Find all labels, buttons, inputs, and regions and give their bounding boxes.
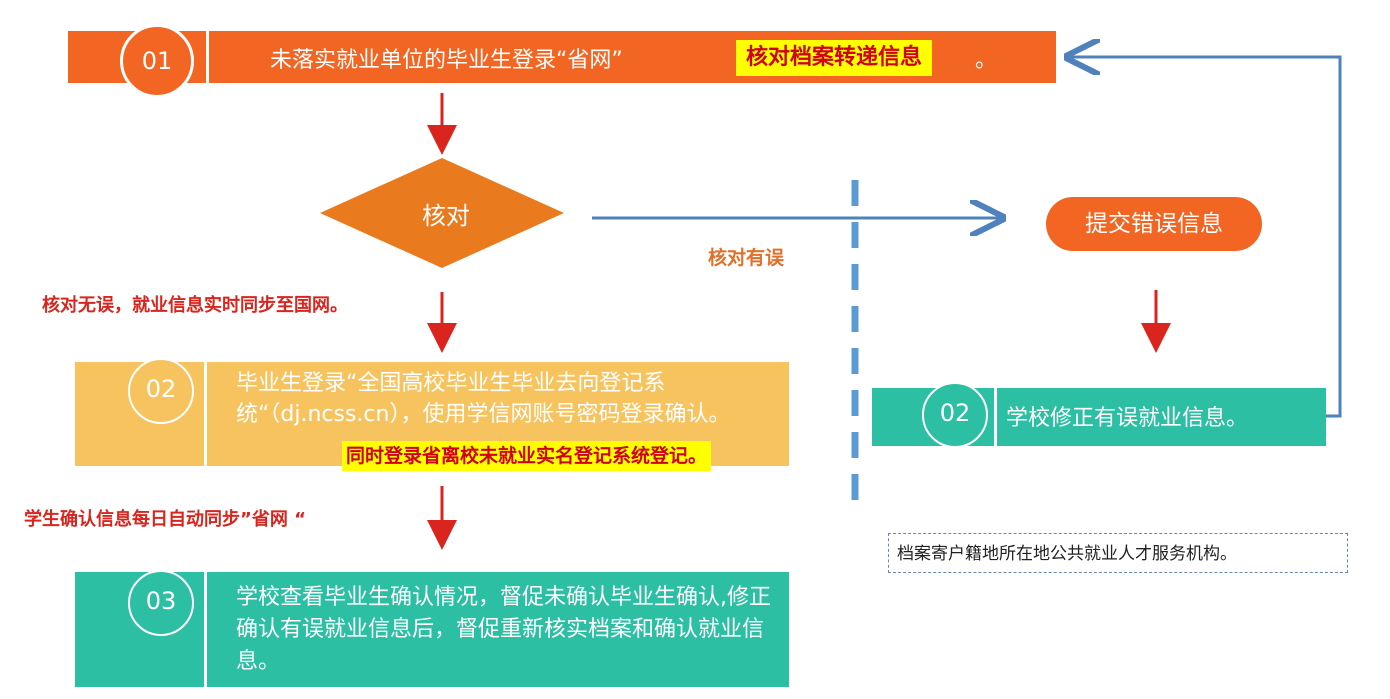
step1-end: 。	[975, 48, 998, 73]
daily-sync-label: 学生确认信息每日自动同步”省网 “	[24, 509, 306, 530]
verified-ok-label: 核对无误，就业信息实时同步至国网。	[42, 295, 348, 316]
step1-text: 未落实就业单位的毕业生登录“省网”	[270, 48, 623, 73]
step2-number: 02	[128, 358, 194, 424]
step3-text: 学校查看毕业生确认情况，督促未确认毕业生确认,修正确认有误就业信息后，督促重新核…	[236, 585, 771, 674]
archive-note: 档案寄户籍地所在地公共就业人才服务机构。	[888, 533, 1348, 573]
check-diamond	[320, 158, 564, 268]
step1-highlight: 核对档案转递信息	[736, 40, 933, 76]
fix-number: 02	[922, 382, 988, 448]
step2-separator	[204, 362, 207, 466]
step1-separator	[206, 31, 209, 83]
arrow-fix-to-s1	[1070, 57, 1342, 418]
check-label: 核对	[422, 202, 470, 230]
step3-bar	[75, 572, 789, 687]
fix-text: 学校修正有误就业信息。	[1006, 406, 1249, 431]
submit-error-pill: 提交错误信息	[1046, 197, 1262, 251]
step1-number: 01	[120, 24, 194, 98]
step3-separator	[204, 572, 207, 687]
step2-highlight: 同时登录省离校未就业实名登记系统登记。	[342, 441, 712, 471]
step2-text: 毕业生登录“全国高校毕业生毕业去向登记系统“（dj.ncss.cn），使用学信网…	[236, 371, 731, 427]
step3-number: 03	[128, 570, 194, 636]
verified-error-label: 核对有误	[708, 247, 785, 269]
fix-separator	[994, 388, 997, 446]
